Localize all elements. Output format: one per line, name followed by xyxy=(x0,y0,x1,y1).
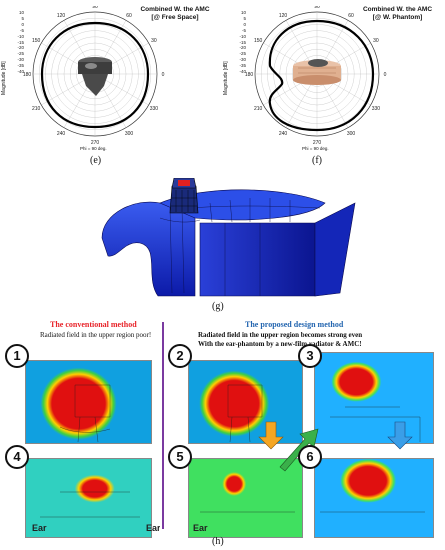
proposed-subtitle-1: Radiated field in the upper region becom… xyxy=(198,331,363,339)
polar-angle-label: 90 xyxy=(314,6,320,10)
arrow-down-orange xyxy=(258,421,284,450)
proposed-title: The proposed design method xyxy=(245,320,344,329)
polar-angle-label: 120 xyxy=(279,13,288,19)
ear-label-5: Ear xyxy=(193,523,208,533)
method-divider xyxy=(162,322,164,529)
marker-2: 2 xyxy=(168,344,192,368)
sim-image-3 xyxy=(314,352,434,444)
ytick-label: -30 xyxy=(17,57,24,63)
polar-angle-label: 300 xyxy=(125,131,134,137)
polar-angle-label: 30 xyxy=(151,38,157,44)
panel-e-caption: (e) xyxy=(90,155,102,166)
polar-angle-label: 330 xyxy=(150,106,159,112)
polar-angle-label: 60 xyxy=(126,13,132,19)
ytick-label: 0 xyxy=(21,21,24,27)
ytick-label: -20 xyxy=(17,45,24,51)
polar-angle-label: 210 xyxy=(32,106,41,112)
ytick-label: -25 xyxy=(239,51,246,57)
ear-label-4-right: Ear xyxy=(146,523,160,533)
conventional-title: The conventional method xyxy=(50,320,137,329)
marker-1: 1 xyxy=(5,344,29,368)
polar-angle-label: 210 xyxy=(254,106,263,112)
sim-mesh-overlay xyxy=(40,384,425,518)
sim-image-2 xyxy=(188,360,303,444)
conventional-subtitle: Radiated field in the upper region poor! xyxy=(40,331,152,339)
panel-f-caption: (f) xyxy=(312,155,322,166)
polar-angle-label: 90 xyxy=(92,6,98,10)
sim-image-6 xyxy=(314,458,434,538)
ytick-label: -10 xyxy=(239,33,246,39)
ytick-label: -25 xyxy=(17,51,24,57)
ytick-label: -5 xyxy=(19,27,24,33)
ytick-label: -5 xyxy=(241,27,246,33)
panel-f-ylabel: Magnitude [dB] xyxy=(223,61,229,95)
polar-angle-label: 150 xyxy=(254,38,263,44)
ytick-label: -35 xyxy=(17,63,24,69)
panel-f-phi: Phi = 90 deg. xyxy=(302,146,329,151)
polar-angle-label: 180 xyxy=(23,72,32,78)
ear-label-4-left: Ear xyxy=(32,523,47,533)
marker-4: 4 xyxy=(5,445,29,469)
ytick-label: -40 xyxy=(17,69,24,75)
polar-angle-label: 0 xyxy=(384,72,387,78)
polar-angle-label: 240 xyxy=(279,131,288,137)
panel-f-title: Combined W. the AMC [@ W. Phantom] xyxy=(362,6,433,21)
polar-angle-label: 30 xyxy=(373,38,379,44)
panel-h: The conventional method Radiated field i… xyxy=(0,317,445,550)
ytick-label: -15 xyxy=(239,39,246,45)
panel-e: Combined W. the AMC [@ Free Space] Magni… xyxy=(0,0,220,166)
sim-image-5 xyxy=(188,458,303,538)
polar-angle-label: 240 xyxy=(57,131,66,137)
ytick-label: -15 xyxy=(17,39,24,45)
polar-angle-label: 270 xyxy=(313,140,322,146)
sim-image-4 xyxy=(25,458,152,538)
ytick-label: -30 xyxy=(239,57,246,63)
earphone-model-e xyxy=(78,57,112,96)
polar-angle-label: 180 xyxy=(245,72,254,78)
ytick-label: 10 xyxy=(18,10,24,15)
panel-h-caption: (h) xyxy=(212,536,224,547)
ytick-label: 0 xyxy=(243,21,246,27)
ytick-label: 10 xyxy=(240,10,246,15)
panel-e-ylabel: Magnitude [dB] xyxy=(1,61,7,95)
earphone-device-g xyxy=(169,178,199,214)
panel-g-caption: (g) xyxy=(212,301,224,312)
polar-angle-label: 60 xyxy=(348,13,354,19)
marker-6: 6 xyxy=(298,445,322,469)
ytick-label: -10 xyxy=(17,33,24,39)
panel-e-phi: Phi = 90 deg. xyxy=(80,146,107,151)
ytick-label: -40 xyxy=(239,69,246,75)
ytick-label: 5 xyxy=(21,15,24,21)
polar-angle-label: 300 xyxy=(347,131,356,137)
panel-g-3d-model xyxy=(101,178,356,297)
radiation-pattern-e xyxy=(40,21,150,129)
ytick-label: 5 xyxy=(243,15,246,21)
polar-angle-label: 120 xyxy=(57,13,66,19)
ytick-label: -20 xyxy=(239,45,246,51)
marker-5: 5 xyxy=(168,445,192,469)
sim-image-1 xyxy=(25,360,152,444)
polar-angle-label: 330 xyxy=(372,106,381,112)
polar-angle-label: 150 xyxy=(32,38,41,44)
radiation-pattern-f xyxy=(268,19,375,132)
panel-e-title: Combined W. the AMC [@ Free Space] xyxy=(140,6,210,21)
polar-angle-label: 270 xyxy=(91,140,100,146)
proposed-subtitle-2: With the ear-phantom by a new-film radia… xyxy=(198,340,362,348)
transition-arrows xyxy=(258,421,413,472)
arrow-down-blue xyxy=(387,421,413,450)
marker-3: 3 xyxy=(298,344,322,368)
ytick-label: -35 xyxy=(239,63,246,69)
panel-f: Combined W. the AMC [@ W. Phantom] Magni… xyxy=(222,0,445,166)
phantom-model-f xyxy=(293,59,341,85)
polar-angle-label: 0 xyxy=(162,72,165,78)
